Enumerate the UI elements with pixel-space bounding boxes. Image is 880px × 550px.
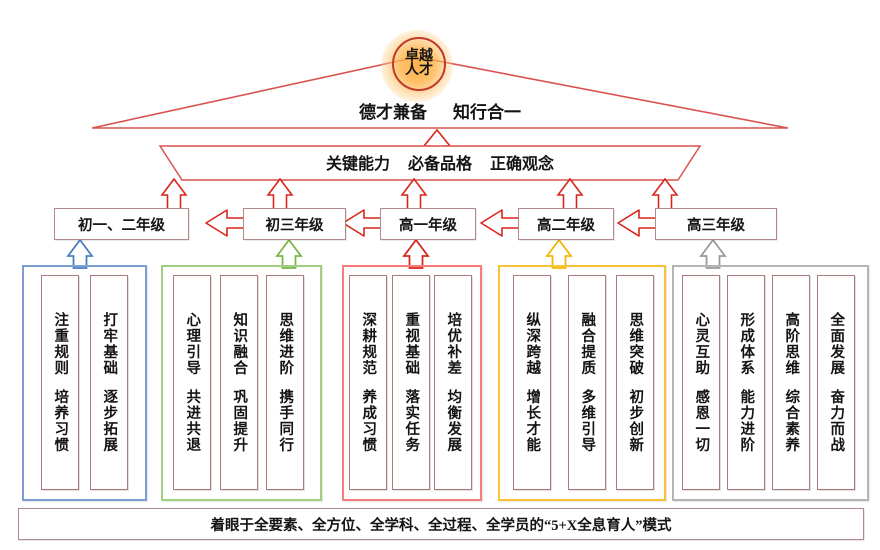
vcol-3-1-top: 深耕规范 xyxy=(360,312,377,377)
vcol-4-3-top: 思维突破 xyxy=(627,312,644,377)
vcol-5-1-top: 心灵互助 xyxy=(693,312,710,377)
grade-box-senior-3[interactable]: 高三年级 xyxy=(655,208,777,240)
vcol-2-1-bottom: 共进共退 xyxy=(184,388,201,453)
vcol-3-3[interactable]: 培优补差 均衡发展 xyxy=(434,275,472,490)
vcol-3-1-bottom: 养成习惯 xyxy=(360,388,377,453)
qualities-banner-shape xyxy=(158,145,702,181)
arrow-grade-to-band-5 xyxy=(651,177,679,210)
vcol-4-2[interactable]: 融合提质 多维引导 xyxy=(568,275,606,490)
vcol-5-4-bottom: 奋力而战 xyxy=(828,388,845,453)
vcol-1-1-top: 注重规则 xyxy=(52,312,69,377)
vcol-2-1-top: 心理引导 xyxy=(184,312,201,377)
triangle-text-left: 德才兼备 xyxy=(359,103,427,122)
vcol-1-2[interactable]: 打牢基础 逐步拓展 xyxy=(90,275,128,490)
grade-box-junior-3[interactable]: 初三年级 xyxy=(243,208,346,240)
vcol-5-3-top: 高阶思维 xyxy=(783,312,800,377)
grade-box-junior-1-2[interactable]: 初一、二年级 xyxy=(54,208,189,240)
arrow-grade-to-band-1 xyxy=(160,177,188,210)
vcol-5-4-top: 全面发展 xyxy=(828,312,845,377)
apex-line-1: 卓越 xyxy=(405,48,433,64)
vcol-4-1-bottom: 增长才能 xyxy=(524,388,541,453)
vcol-3-1[interactable]: 深耕规范 养成习惯 xyxy=(349,275,387,490)
vcol-1-2-top: 打牢基础 xyxy=(101,312,118,377)
arrow-group-to-grade-1 xyxy=(66,238,94,269)
pyramid-triangle xyxy=(91,56,789,129)
vcol-3-3-bottom: 均衡发展 xyxy=(445,388,462,453)
vcol-5-3-bottom: 综合素养 xyxy=(783,388,800,453)
vcol-5-3[interactable]: 高阶思维 综合素养 xyxy=(772,275,810,490)
vcol-5-2-top: 形成体系 xyxy=(738,312,755,377)
triangle-text-right: 知行合一 xyxy=(453,103,521,122)
grade-box-senior-1[interactable]: 高一年级 xyxy=(380,208,476,240)
vcol-5-4[interactable]: 全面发展 奋力而战 xyxy=(817,275,855,490)
footer-banner: 着眼于全要素、全方位、全学科、全过程、全学员的“5+X全息育人”模式 xyxy=(18,508,864,540)
arrow-group-to-grade-5 xyxy=(699,238,727,269)
triangle-band-text: 德才兼备 知行合一 xyxy=(0,98,880,123)
arrow-grade-to-band-2 xyxy=(266,177,294,210)
qualities-band-text: 关键能力必备品格 正确观念 xyxy=(0,150,880,174)
group-frame-senior-3 xyxy=(672,265,869,501)
quality-item-1: 关键能力 xyxy=(325,156,390,173)
vcol-2-1[interactable]: 心理引导 共进共退 xyxy=(173,275,211,490)
vcol-2-3[interactable]: 思维进阶 携手同行 xyxy=(266,275,304,490)
vcol-5-2[interactable]: 形成体系 能力进阶 xyxy=(727,275,765,490)
group-frame-junior-3 xyxy=(161,265,322,501)
vcol-4-1-top: 纵深跨越 xyxy=(524,312,541,377)
vcol-4-1[interactable]: 纵深跨越 增长才能 xyxy=(513,275,551,490)
vcol-5-1[interactable]: 心灵互助 感恩一切 xyxy=(682,275,720,490)
vcol-3-2[interactable]: 重视基础 落实任务 xyxy=(392,275,430,490)
vcol-1-2-bottom: 逐步拓展 xyxy=(101,388,118,453)
apex-node[interactable]: 卓越 人才 xyxy=(392,37,446,91)
vcol-4-2-top: 融合提质 xyxy=(579,312,596,377)
group-frame-senior-1 xyxy=(342,265,482,501)
quality-item-3: 正确观念 xyxy=(490,156,555,173)
vcol-2-3-bottom: 携手同行 xyxy=(277,388,294,453)
vcol-1-1-bottom: 培养习惯 xyxy=(52,388,69,453)
vcol-4-3-bottom: 初步创新 xyxy=(627,388,644,453)
arrow-grade-to-band-3 xyxy=(400,177,428,210)
arrow-group-to-grade-4 xyxy=(545,238,573,269)
vcol-4-3[interactable]: 思维突破 初步创新 xyxy=(616,275,654,490)
group-frame-junior-1-2 xyxy=(22,265,147,501)
group-frame-senior-2 xyxy=(498,265,666,501)
vcol-3-2-top: 重视基础 xyxy=(403,312,420,377)
apex-line-2: 人才 xyxy=(405,63,433,78)
grade-box-senior-2[interactable]: 高二年级 xyxy=(518,208,614,240)
arrow-group-to-grade-2 xyxy=(275,238,303,269)
vcol-1-1[interactable]: 注重规则 培养习惯 xyxy=(41,275,79,490)
quality-item-2: 必备品格 xyxy=(407,156,472,173)
vcol-5-2-bottom: 能力进阶 xyxy=(738,388,755,453)
vcol-5-1-bottom: 感恩一切 xyxy=(693,388,710,453)
vcol-2-2-top: 知识融合 xyxy=(231,312,248,377)
vcol-2-2-bottom: 巩固提升 xyxy=(231,388,248,453)
vcol-2-2[interactable]: 知识融合 巩固提升 xyxy=(220,275,258,490)
arrow-group-to-grade-3 xyxy=(402,238,430,269)
vcol-3-3-top: 培优补差 xyxy=(445,312,462,377)
vcol-3-2-bottom: 落实任务 xyxy=(403,388,420,453)
vcol-2-3-top: 思维进阶 xyxy=(277,312,294,377)
vcol-4-2-bottom: 多维引导 xyxy=(579,388,596,453)
arrow-grade-to-band-4 xyxy=(556,177,584,210)
